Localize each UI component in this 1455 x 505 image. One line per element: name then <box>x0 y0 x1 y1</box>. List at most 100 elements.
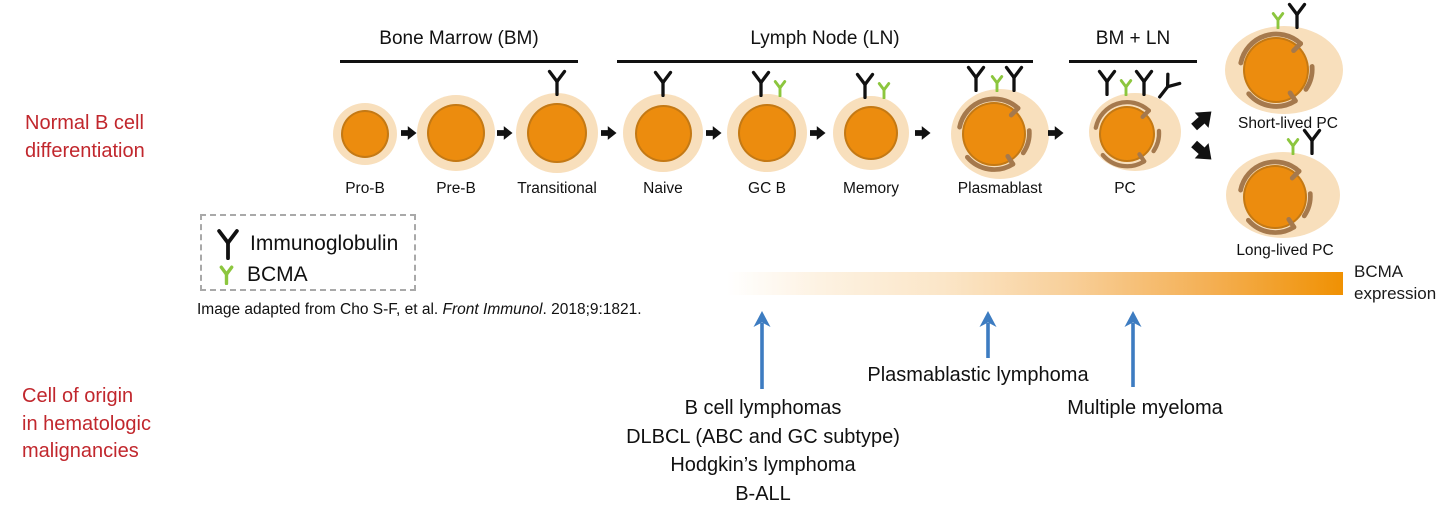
immunoglobulin-receptor <box>966 65 986 93</box>
legend-label: Immunoglobulin <box>250 232 399 255</box>
er-organelle-icon <box>1093 99 1162 169</box>
immunoglobulin-y-icon <box>1004 65 1024 93</box>
section-label-line: differentiation <box>25 139 145 162</box>
malignancy-line: Multiple myeloma <box>1067 397 1223 419</box>
malignancy-group-b-cell: B cell lymphomas DLBCL (ABC and GC subty… <box>563 394 963 505</box>
immunoglobulin-y-icon <box>966 65 986 93</box>
header-bm-ln-underline <box>1069 60 1197 63</box>
er-organelle <box>1088 95 1166 173</box>
flow-arrow-icon <box>1191 111 1212 131</box>
header-bone-marrow-underline <box>340 60 578 63</box>
er-organelle-icon <box>1238 159 1313 235</box>
er-organelle-icon <box>1238 31 1315 109</box>
flow-arrow <box>400 125 418 141</box>
bcma-y-icon <box>1271 12 1285 30</box>
bcma-y-icon <box>877 82 891 100</box>
er-organelle-icon <box>957 96 1032 172</box>
section-label-line: Normal B cell <box>25 112 144 134</box>
immunoglobulin-receptor <box>1151 71 1183 105</box>
bcma-expression-label: BCMA expression <box>1354 261 1436 305</box>
flow-arrow <box>705 125 723 141</box>
cell-stage-label: GC B <box>748 180 786 197</box>
bcma-receptor <box>990 75 1004 93</box>
bcma-expression-gradient-bar <box>727 272 1343 295</box>
cell-stage-label: Memory <box>843 180 899 197</box>
malignancy-group-myeloma: Multiple myeloma <box>995 394 1295 423</box>
immunoglobulin-y-icon <box>1097 69 1117 97</box>
branch-arrow <box>1184 100 1222 138</box>
flow-arrow <box>600 125 618 141</box>
flow-arrow-icon <box>1191 140 1212 160</box>
cell-stage-label: Pro-B <box>345 180 385 197</box>
legend-item-bcma: BCMA <box>216 263 308 287</box>
bcma-y-icon <box>1286 138 1300 156</box>
up-arrow-icon <box>979 311 997 358</box>
legend-label: BCMA <box>247 263 308 286</box>
immunoglobulin-y-icon <box>751 70 771 98</box>
bcma-y-icon <box>1119 79 1133 97</box>
cell-stage-label: Long-lived PC <box>1236 242 1334 259</box>
immunoglobulin-receptor <box>653 70 673 98</box>
malignancy-line: Plasmablastic lymphoma <box>867 364 1089 386</box>
cell-stage-label: Short-lived PC <box>1238 115 1338 132</box>
citation-journal: Front Immunol <box>442 301 543 318</box>
bar-label-line: BCMA <box>1354 262 1404 281</box>
bcma-receptor <box>1286 138 1300 156</box>
malignancy-origin-arrow <box>1123 311 1143 388</box>
malignancy-line: Hodgkin’s lymphoma <box>670 454 856 476</box>
immunoglobulin-y-icon <box>855 72 875 100</box>
legend-box: Immunoglobulin BCMA <box>200 214 416 291</box>
cell-nucleus <box>427 104 485 162</box>
malignancy-line: DLBCL (ABC and GC subtype) <box>626 425 900 448</box>
bcma-y-icon <box>990 75 1004 93</box>
immunoglobulin-receptor <box>1004 65 1024 93</box>
cell-nucleus <box>844 106 898 160</box>
flow-arrow <box>1047 125 1065 141</box>
cell-stage-label: Plasmablast <box>957 180 1043 197</box>
cell-nucleus <box>1243 37 1309 103</box>
malignancy-line: B cell lymphomas <box>684 397 842 419</box>
cell-stage-label: PC <box>1114 180 1136 197</box>
cell-stage-label: Transitional <box>517 180 597 197</box>
citation-prefix: Image adapted from Cho S-F, et al. <box>197 301 443 318</box>
header-bone-marrow: Bone Marrow (BM) <box>379 28 539 49</box>
cell-nucleus <box>738 104 796 162</box>
immunoglobulin-receptor <box>1287 2 1307 30</box>
citation-suffix: . 2018;9:1821. <box>542 301 642 318</box>
immunoglobulin-y-icon <box>1134 69 1154 97</box>
immunoglobulin-y-icon <box>1157 72 1182 99</box>
immunoglobulin-receptor <box>1097 69 1117 97</box>
er-organelle <box>951 91 1037 177</box>
section-label-line: in hematologic <box>22 412 151 435</box>
er-organelle <box>1232 154 1318 240</box>
flow-arrow-icon <box>497 126 513 140</box>
section-label-line: malignancies <box>22 440 139 462</box>
malignancy-group-plasmablastic: Plasmablastic lymphoma <box>828 361 1128 390</box>
flow-arrow-icon <box>706 126 722 140</box>
legend-item-immunoglobulin: Immunoglobulin <box>216 228 399 261</box>
immunoglobulin-y-icon <box>1287 2 1307 30</box>
bcma-receptor <box>773 80 787 98</box>
flow-arrow-icon <box>1048 126 1064 140</box>
flow-arrow <box>914 125 932 141</box>
cell-nucleus <box>341 110 389 158</box>
section-label-normal-b-cell-differentiation: Normal B cell differentiation <box>25 110 145 165</box>
flow-arrow <box>496 125 514 141</box>
immunoglobulin-y-icon <box>653 70 673 98</box>
cell-stage-label: Pre-B <box>436 180 476 197</box>
header-lymph-node: Lymph Node (LN) <box>750 28 900 49</box>
immunoglobulin-receptor <box>547 69 567 97</box>
malignancy-line: B-ALL <box>735 482 791 505</box>
malignancy-origin-arrow <box>978 311 998 359</box>
immunoglobulin-y-icon <box>547 69 567 97</box>
up-arrow-icon <box>753 311 771 389</box>
bar-label-line: expression <box>1354 284 1437 303</box>
flow-arrow <box>809 125 827 141</box>
section-label-line: Cell of origin <box>22 385 134 407</box>
flow-arrow-icon <box>601 126 617 140</box>
er-organelle <box>1232 26 1320 114</box>
cell-nucleus <box>634 104 692 162</box>
immunoglobulin-receptor <box>1302 128 1322 156</box>
flow-arrow-icon <box>915 126 931 140</box>
